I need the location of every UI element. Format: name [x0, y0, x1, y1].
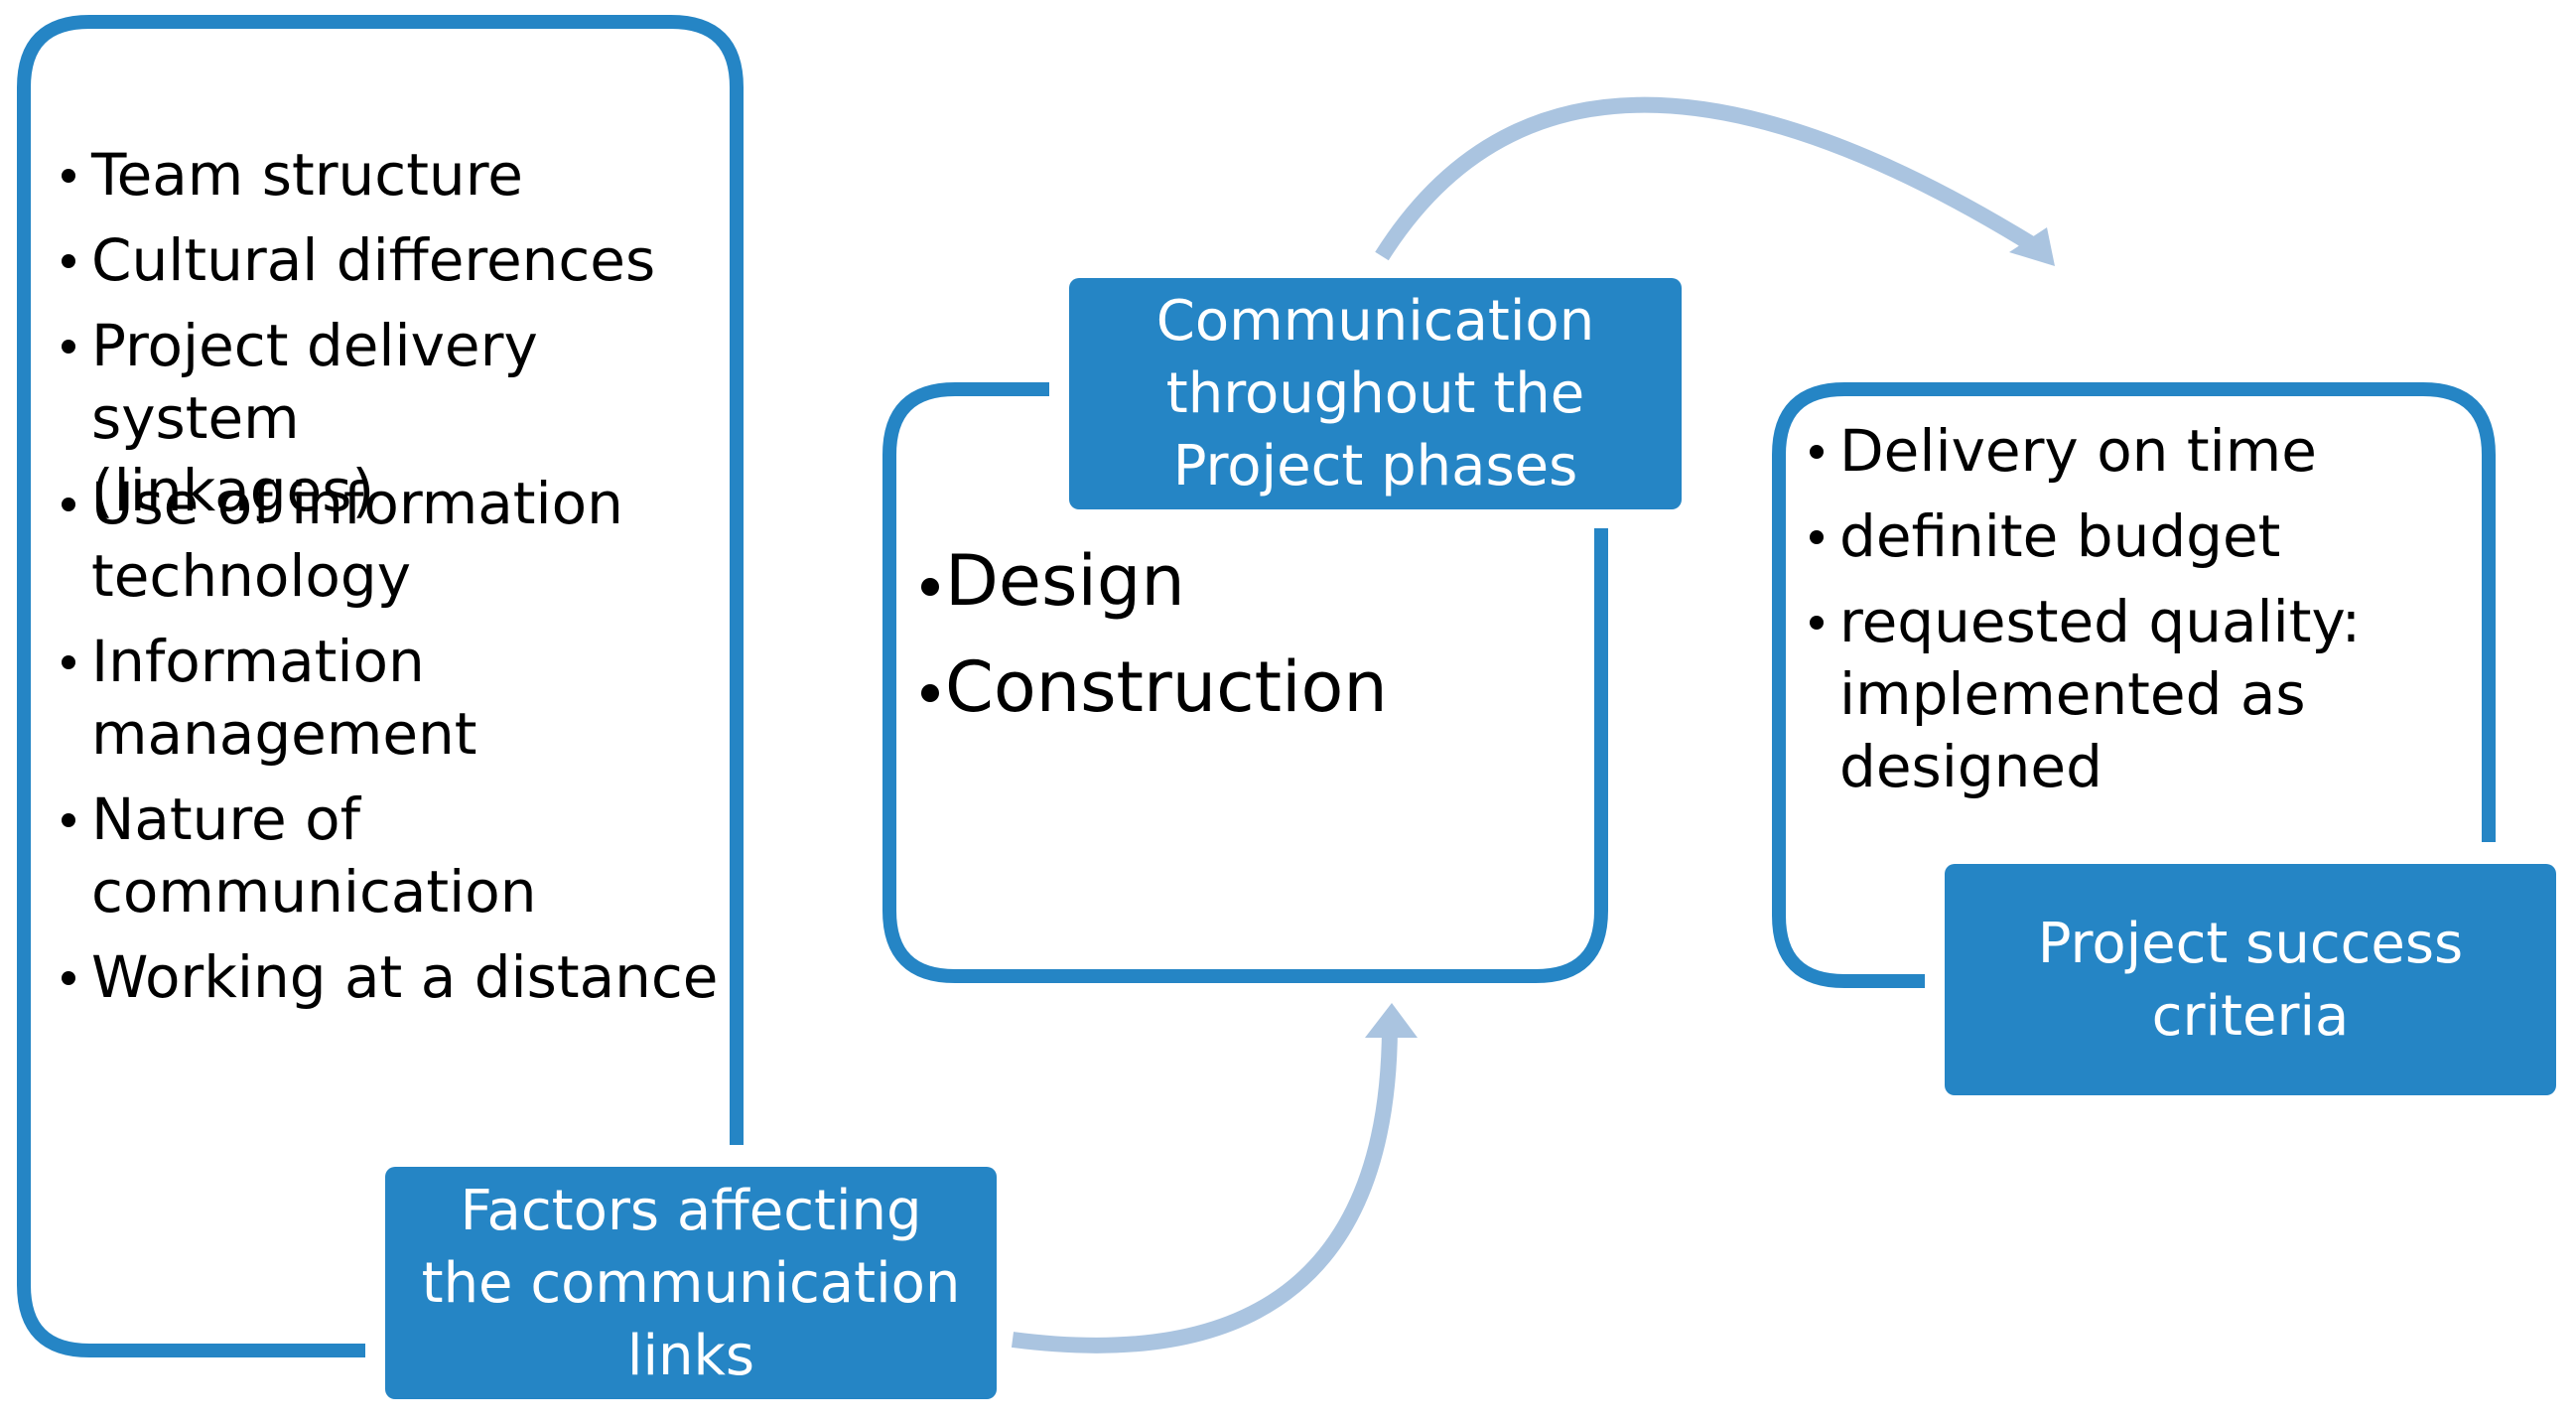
success-label-box: Project success criteria — [1945, 864, 2556, 1095]
factor-text: Project delivery system (linkages) — [91, 312, 538, 524]
factors-title: Factors affecting the communication link… — [421, 1178, 961, 1388]
bullet-icon — [62, 169, 75, 183]
list-item: requested quality: implemented as design… — [1810, 586, 2366, 814]
factor-text: Use of information technology — [91, 470, 623, 610]
list-item: Use of information technology — [62, 468, 677, 626]
list-item: Construction — [921, 644, 1388, 751]
bullet-icon — [1810, 445, 1824, 459]
factor-text: Working at a distance — [91, 943, 719, 1011]
list-item: Team structure — [62, 139, 737, 224]
phases-title: Communication throughout the Project pha… — [1155, 289, 1595, 498]
list-item: Design — [921, 538, 1388, 644]
list-item: Nature of communication — [62, 783, 578, 941]
bullet-icon — [62, 254, 75, 268]
success-text: requested quality: implemented as design… — [1839, 588, 2362, 800]
success-frame — [1772, 382, 2496, 988]
arrow-to-success — [1375, 96, 2035, 261]
success-text: definite budget — [1839, 502, 2281, 570]
bullet-icon — [62, 340, 75, 354]
list-item: Working at a distance — [62, 941, 737, 1027]
bullet-icon — [62, 655, 75, 669]
arrow-to-phases — [1011, 1027, 1398, 1353]
phase-text: Construction — [945, 646, 1388, 728]
list-item: definite budget — [1810, 500, 2465, 586]
factor-text: Team structure — [91, 141, 523, 209]
list-item: Information management — [62, 626, 518, 783]
bullet-icon — [921, 578, 939, 596]
bullet-icon — [1810, 616, 1824, 630]
success-title: Project success criteria — [2037, 911, 2464, 1049]
factor-text: Nature of communication — [91, 785, 537, 926]
bullet-icon — [1810, 530, 1824, 544]
phases-list: Design Construction — [921, 538, 1388, 751]
bullet-icon — [62, 498, 75, 511]
phases-label-box: Communication throughout the Project pha… — [1069, 278, 1682, 509]
success-text: Delivery on time — [1839, 417, 2317, 485]
factor-text: Information management — [91, 628, 477, 768]
bullet-icon — [62, 971, 75, 985]
phase-text: Design — [945, 540, 1185, 622]
list-item: Cultural differences — [62, 224, 737, 310]
factor-text: Cultural differences — [91, 226, 656, 294]
list-item: Project delivery system (linkages) — [62, 310, 578, 524]
success-list: Delivery on time definite budget request… — [1810, 415, 2465, 814]
factors-frame — [17, 15, 744, 1357]
phases-frame — [882, 382, 1608, 983]
arrow-to-phases-head — [1365, 1003, 1418, 1038]
bullet-icon — [921, 684, 939, 702]
factors-list: Team structure Cultural differences Proj… — [62, 139, 737, 1027]
list-item: Delivery on time — [1810, 415, 2465, 500]
arrow-to-success-head — [2009, 227, 2055, 266]
factors-label-box: Factors affecting the communication link… — [385, 1167, 997, 1399]
bullet-icon — [62, 813, 75, 827]
